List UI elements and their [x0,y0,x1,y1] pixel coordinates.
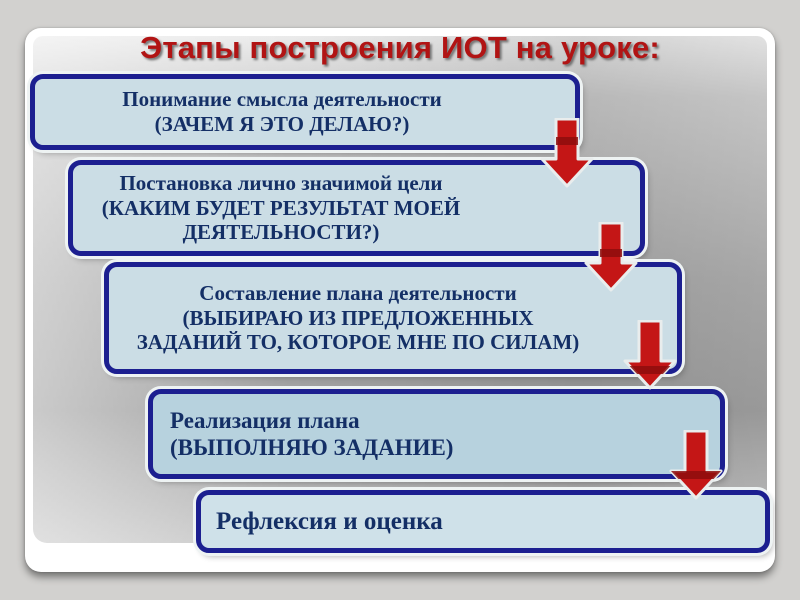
down-block-arrow-icon-4 [669,430,723,500]
step-2-text-block: Постановка лично значимой цели (КАКИМ БУ… [81,171,481,245]
step-4-heading: Реализация плана [170,407,360,433]
step-1-subtext: (ЗАЧЕМ Я ЭТО ДЕЛАЮ?) [154,112,410,136]
step-box-3: Составление плана деятельности (ВЫБИРАЮ … [104,262,682,374]
step-4-text-block: Реализация плана (ВЫПОЛНЯЮ ЗАДАНИЕ) [170,407,453,461]
step-box-1: Понимание смысла деятельности (ЗАЧЕМ Я Э… [30,74,580,150]
step-5-heading: Рефлексия и оценка [216,507,443,535]
step-1-heading: Понимание смысла деятельности [122,87,442,112]
step-box-4: Реализация плана (ВЫПОЛНЯЮ ЗАДАНИЕ) [148,389,725,479]
step-box-2: Постановка лично значимой цели (КАКИМ БУ… [68,160,645,256]
down-block-arrow-icon-2 [584,222,638,292]
down-block-arrow-icon-3 [623,320,677,390]
step-1-text-block: Понимание смысла деятельности (ЗАЧЕМ Я Э… [47,87,517,137]
slide-title: Этапы построения ИОТ на уроке: [140,30,660,65]
down-block-arrow-icon-1 [540,118,594,188]
step-2-subtext: (КАКИМ БУДЕТ РЕЗУЛЬТАТ МОЕЙ ДЕЯТЕЛЬНОСТИ… [101,195,461,245]
step-4-subtext: (ВЫПОЛНЯЮ ЗАДАНИЕ) [170,435,454,460]
step-box-5: Рефлексия и оценка [196,490,770,553]
step-3-heading: Составление плана деятельности [199,280,517,305]
step-2-heading: Постановка лично значимой цели [119,170,443,195]
step-5-text-block: Рефлексия и оценка [216,507,443,537]
step-3-subtext: (ВЫБИРАЮ ИЗ ПРЕДЛОЖЕННЫХ ЗАДАНИЙ ТО, КОТ… [136,305,580,355]
step-3-text-block: Составление плана деятельности (ВЫБИРАЮ … [133,281,583,355]
